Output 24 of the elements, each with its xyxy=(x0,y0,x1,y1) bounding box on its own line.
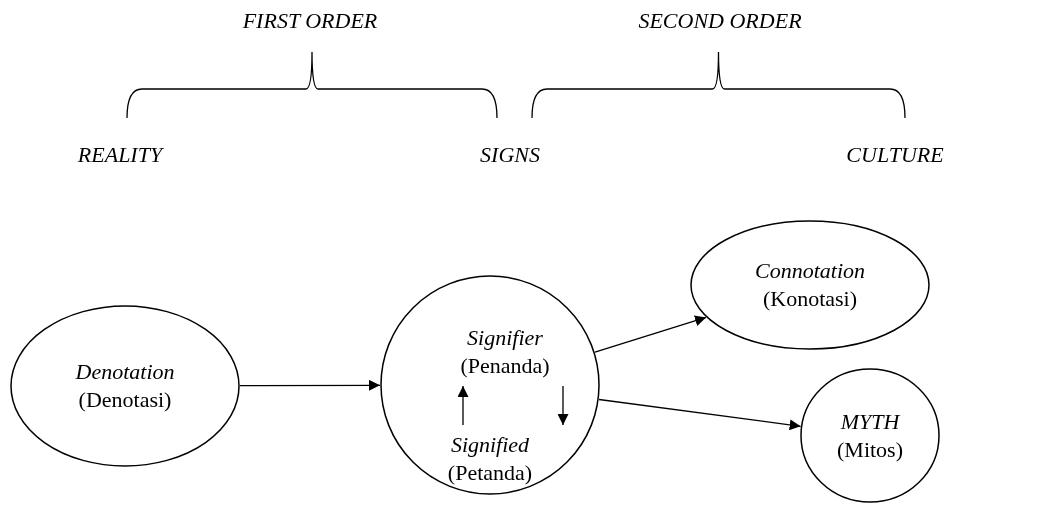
node-subtitle: (Mitos) xyxy=(837,435,903,464)
arrow xyxy=(557,385,569,426)
node-subtitle: (Denotasi) xyxy=(78,386,172,414)
ellipse-node xyxy=(10,305,240,467)
node-subtitle: (Konotasi) xyxy=(762,285,858,313)
heading-label: CULTURE xyxy=(846,142,944,168)
node-title: Signified xyxy=(450,431,530,459)
heading-label: REALITY xyxy=(77,142,163,168)
node-subtitle: (Petanda) xyxy=(447,459,533,487)
heading-label: SECOND ORDER xyxy=(638,8,802,34)
heading-label: SIGNS xyxy=(480,142,540,168)
node-title: MYTH xyxy=(840,407,900,436)
ellipse-node xyxy=(800,368,940,503)
arrow xyxy=(457,385,469,426)
node-subtitle: (Penanda) xyxy=(460,352,550,380)
arrow xyxy=(598,398,802,431)
node-title: Denotation xyxy=(75,358,175,386)
circle-node xyxy=(380,275,600,495)
node-title: Signifier xyxy=(467,324,543,352)
ellipse-node xyxy=(690,220,930,350)
arrow xyxy=(594,315,707,353)
arrow xyxy=(239,379,381,391)
node-title: Connotation xyxy=(755,257,865,285)
heading-label: FIRST ORDER xyxy=(242,8,378,34)
